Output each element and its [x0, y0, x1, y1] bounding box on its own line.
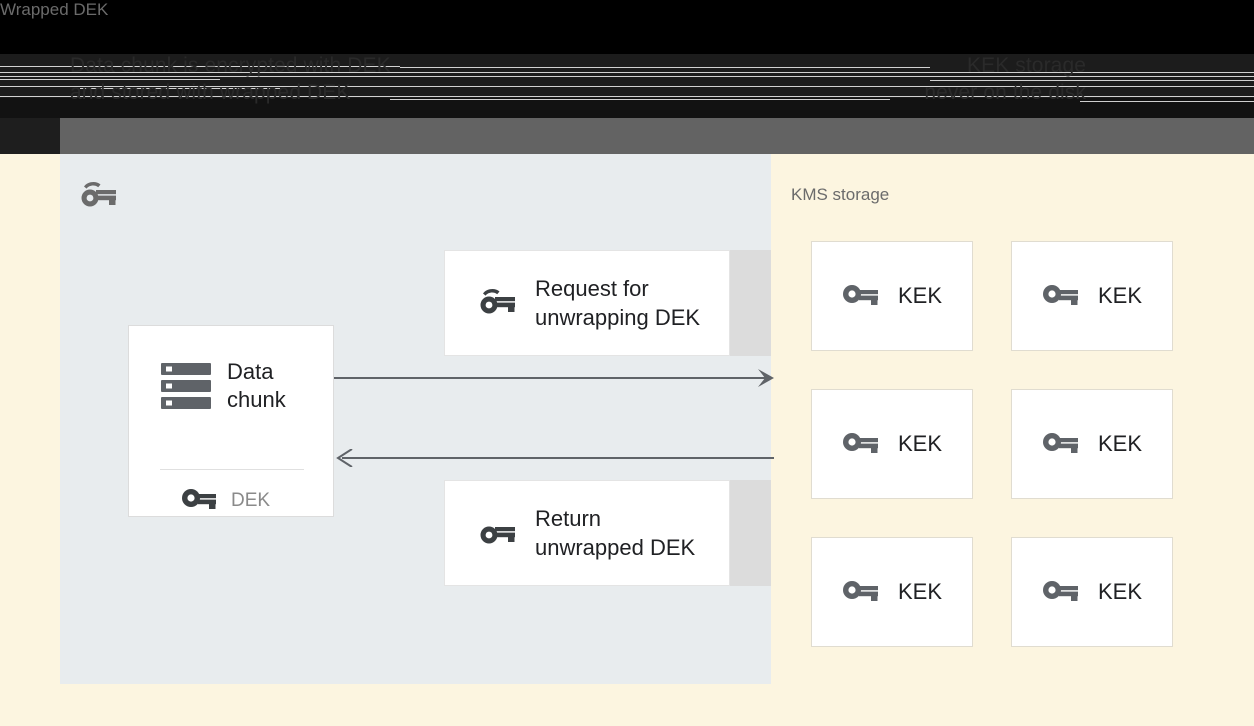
- kek-box[interactable]: KEK: [811, 241, 973, 351]
- header-top-band: [0, 0, 1254, 54]
- header-scanline: [0, 76, 1254, 77]
- wrapped-key-icon: [78, 178, 118, 215]
- request-unwrap-card[interactable]: Request for unwrapping DEK: [444, 250, 730, 356]
- kek-label: KEK: [1097, 431, 1143, 456]
- server-stack-icon: [159, 361, 213, 411]
- kek-label: KEK: [897, 579, 943, 604]
- header-scanline: [0, 79, 220, 80]
- header-caption-band-secondary: [0, 98, 1254, 118]
- return-arrow: [334, 448, 774, 468]
- dek-row: DEK: [181, 486, 270, 515]
- kms-storage-panel-title: KMS storage: [791, 185, 890, 204]
- kek-box[interactable]: KEK: [811, 537, 973, 647]
- header-bottom-band: [0, 118, 1254, 154]
- kek-box[interactable]: KEK: [1011, 537, 1173, 647]
- key-icon: [842, 578, 880, 607]
- kek-box[interactable]: KEK: [1011, 241, 1173, 351]
- header-bottom-band-notch: [0, 118, 60, 154]
- header-caption-left-line1: Data chunk is encrypted with DEK: [70, 54, 391, 77]
- kek-label: KEK: [1097, 283, 1143, 308]
- kek-box[interactable]: KEK: [1011, 389, 1173, 499]
- data-chunk-row: Data chunk: [159, 358, 333, 414]
- key-icon: [842, 282, 880, 311]
- kek-label: KEK: [897, 283, 943, 308]
- return-unwrapped-label: Return unwrapped DEK: [535, 506, 696, 560]
- header-scanline: [390, 99, 890, 100]
- card-divider: [160, 469, 304, 470]
- header-scanline: [930, 80, 1254, 81]
- header-scanline: [80, 88, 280, 89]
- dek-label: DEK: [231, 489, 271, 511]
- key-icon: [1042, 282, 1080, 311]
- key-icon: [181, 486, 217, 515]
- header-scanline: [0, 96, 1254, 97]
- kek-label: KEK: [897, 431, 943, 456]
- key-icon: [477, 515, 517, 552]
- wrapped-dek-panel-title: Wrapped DEK: [0, 0, 109, 19]
- data-chunk-label: Data chunk: [227, 359, 286, 412]
- key-icon: [1042, 430, 1080, 459]
- return-unwrapped-card[interactable]: Return unwrapped DEK: [444, 480, 730, 586]
- header-scanline: [400, 67, 930, 68]
- header-caption-left-line2: and stored with wrapped DEK: [70, 81, 351, 104]
- kek-box[interactable]: KEK: [811, 389, 973, 499]
- kek-label: KEK: [1097, 579, 1143, 604]
- key-icon: [1042, 578, 1080, 607]
- header-scanline: [0, 66, 400, 67]
- wrapped-key-icon: [477, 285, 517, 322]
- header-caption-right: KEK storage never on the disk: [910, 52, 1086, 106]
- header-caption-left: Data chunk is encrypted with DEK and sto…: [70, 52, 391, 106]
- header-caption-right-line2: never on the disk: [924, 81, 1086, 104]
- request-arrow: [334, 369, 774, 387]
- header-scanline: [0, 72, 1254, 73]
- request-unwrap-label: Request for unwrapping DEK: [535, 276, 701, 330]
- header-scanline: [0, 86, 1254, 87]
- header-scanline: [1080, 101, 1254, 102]
- key-icon: [842, 430, 880, 459]
- header-caption-right-line1: KEK storage: [967, 54, 1086, 77]
- data-chunk-card[interactable]: Data chunk DEK: [128, 325, 334, 517]
